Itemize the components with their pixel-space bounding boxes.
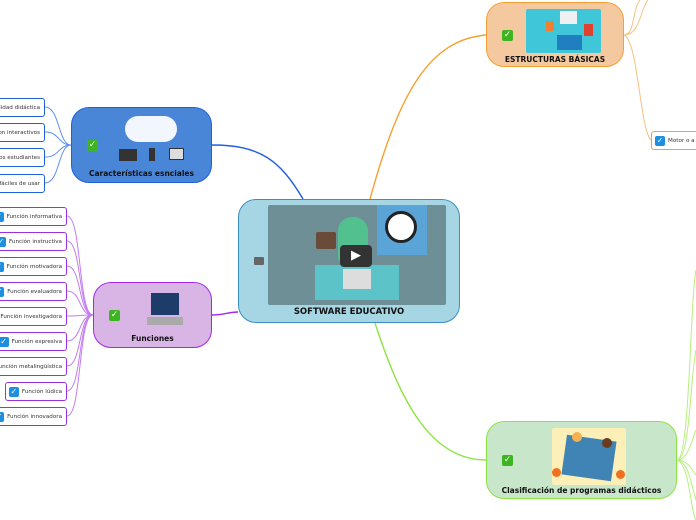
leaf-item[interactable]: ✓Función expresiva bbox=[0, 332, 67, 351]
clock-icon bbox=[385, 211, 417, 243]
checkbox-icon[interactable]: ✓ bbox=[655, 135, 665, 146]
play-icon[interactable]: ▶ bbox=[340, 245, 372, 267]
leaf-label: Función evaluadora bbox=[7, 288, 62, 295]
computer-image bbox=[129, 289, 199, 331]
leaf-item[interactable]: lidad didáctica bbox=[0, 98, 45, 117]
leaf-label: os estudiantes bbox=[0, 154, 40, 161]
leaf-label: Función informativa bbox=[6, 213, 62, 220]
central-node[interactable]: ▶ SOFTWARE EDUCATIVO bbox=[238, 199, 460, 323]
leaf-label: Función motivadora bbox=[6, 263, 62, 270]
leaf-item[interactable]: ✓Función instructiva bbox=[0, 232, 67, 251]
leaf-item[interactable]: os estudiantes bbox=[0, 148, 45, 167]
checkbox-icon[interactable]: ✓ bbox=[0, 236, 6, 247]
leaf-item[interactable]: fáciles de usar bbox=[0, 174, 45, 193]
checkbox-icon[interactable]: ✓ bbox=[0, 336, 9, 347]
leaf-label: Función investigadora bbox=[0, 313, 62, 320]
branch-clasificacion[interactable]: ✓ Clasificación de programas didácticos bbox=[486, 421, 677, 499]
checkbox-icon[interactable]: ✓ bbox=[0, 286, 5, 297]
branch-caracteristicas[interactable]: ✓ Características esnciales bbox=[71, 107, 212, 183]
estructuras-label: ESTRUCTURAS BÁSICAS bbox=[504, 55, 606, 64]
leaf-item[interactable]: ✓Función motivadora bbox=[0, 257, 67, 276]
check-icon: ✓ bbox=[109, 310, 120, 321]
leaf-item[interactable]: ✓Función innovadora bbox=[0, 407, 67, 426]
cloud-devices-image bbox=[117, 116, 187, 164]
checkbox-icon[interactable]: ✓ bbox=[0, 411, 5, 422]
leaf-label: Función innovadora bbox=[7, 413, 62, 420]
branch-funciones[interactable]: ✓ Funciones bbox=[93, 282, 212, 348]
funciones-label: Funciones bbox=[131, 334, 174, 343]
central-label: SOFTWARE EDUCATIVO bbox=[293, 307, 405, 317]
check-icon: ✓ bbox=[502, 455, 513, 466]
leaf-label: on interactivos bbox=[0, 129, 40, 136]
checkbox-icon[interactable]: ✓ bbox=[0, 211, 4, 222]
leaf-label: Función expresiva bbox=[11, 338, 62, 345]
leaf-label: fáciles de usar bbox=[0, 180, 40, 187]
clasificacion-label: Clasificación de programas didácticos bbox=[501, 486, 662, 495]
classroom-image bbox=[552, 428, 626, 485]
leaf-label: lidad didáctica bbox=[0, 104, 40, 111]
branch-estructuras[interactable]: ✓ ESTRUCTURAS BÁSICAS bbox=[486, 2, 624, 67]
leaf-item[interactable]: unción metalingüística bbox=[0, 357, 67, 376]
caracteristicas-label: Características esnciales bbox=[88, 169, 194, 178]
leaf-item[interactable]: Función investigadora bbox=[0, 307, 67, 326]
leaf-item[interactable]: ✓Función lúdica bbox=[4, 382, 67, 401]
check-icon: ✓ bbox=[87, 140, 98, 151]
leaf-label: Función lúdica bbox=[21, 388, 62, 395]
check-icon: ✓ bbox=[502, 30, 513, 41]
leaf-item[interactable]: ✓Función informativa bbox=[0, 207, 67, 226]
leaf-label: Motor o a bbox=[668, 137, 695, 144]
checkbox-icon[interactable]: ✓ bbox=[0, 261, 4, 272]
leaf-item[interactable]: ✓Función evaluadora bbox=[0, 282, 67, 301]
leaf-item[interactable]: ✓Motor o a bbox=[651, 131, 696, 150]
structures-image bbox=[526, 9, 601, 53]
checkbox-icon[interactable]: ✓ bbox=[8, 386, 19, 397]
leaf-item[interactable]: on interactivos bbox=[0, 123, 45, 142]
leaf-label: Función instructiva bbox=[9, 238, 62, 245]
central-video[interactable]: ▶ bbox=[268, 205, 446, 305]
leaf-label: unción metalingüística bbox=[0, 363, 62, 370]
monitor-icon bbox=[254, 257, 264, 265]
